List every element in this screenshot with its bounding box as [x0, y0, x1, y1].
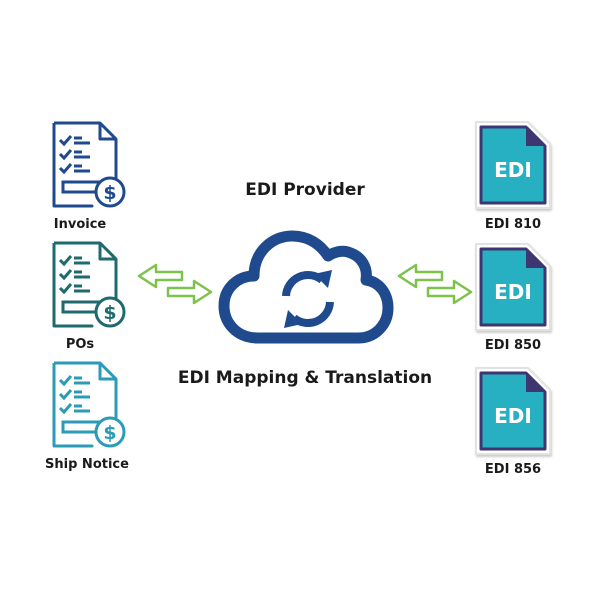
left-bidirectional-arrow-icon: [137, 263, 213, 305]
edi-file-icon: EDI: [475, 243, 551, 331]
invoice-document-icon: $: [52, 121, 126, 208]
edi-850-label: EDI 850: [484, 338, 542, 353]
invoice-label: Invoice: [53, 217, 107, 232]
ship-notice-label: Ship Notice: [45, 457, 129, 472]
edi-mapping-translation-title: EDI Mapping & Translation: [177, 368, 433, 388]
edi-810-label: EDI 810: [484, 217, 542, 232]
svg-text:$: $: [103, 422, 116, 444]
pos-label: POs: [65, 337, 95, 352]
svg-text:$: $: [103, 302, 116, 324]
edi-856-label: EDI 856: [484, 462, 542, 477]
svg-text:EDI: EDI: [494, 280, 532, 304]
svg-text:$: $: [103, 182, 116, 204]
edi-provider-title: EDI Provider: [245, 180, 365, 200]
svg-text:EDI: EDI: [494, 404, 532, 428]
edi-file-icon: EDI: [475, 367, 551, 455]
po-document-icon: $: [52, 241, 126, 328]
cloud-sync-icon: [218, 230, 394, 344]
ship-notice-document-icon: $: [52, 361, 126, 448]
svg-text:EDI: EDI: [494, 158, 532, 182]
right-bidirectional-arrow-icon: [397, 263, 473, 305]
edi-file-icon: EDI: [475, 121, 551, 209]
